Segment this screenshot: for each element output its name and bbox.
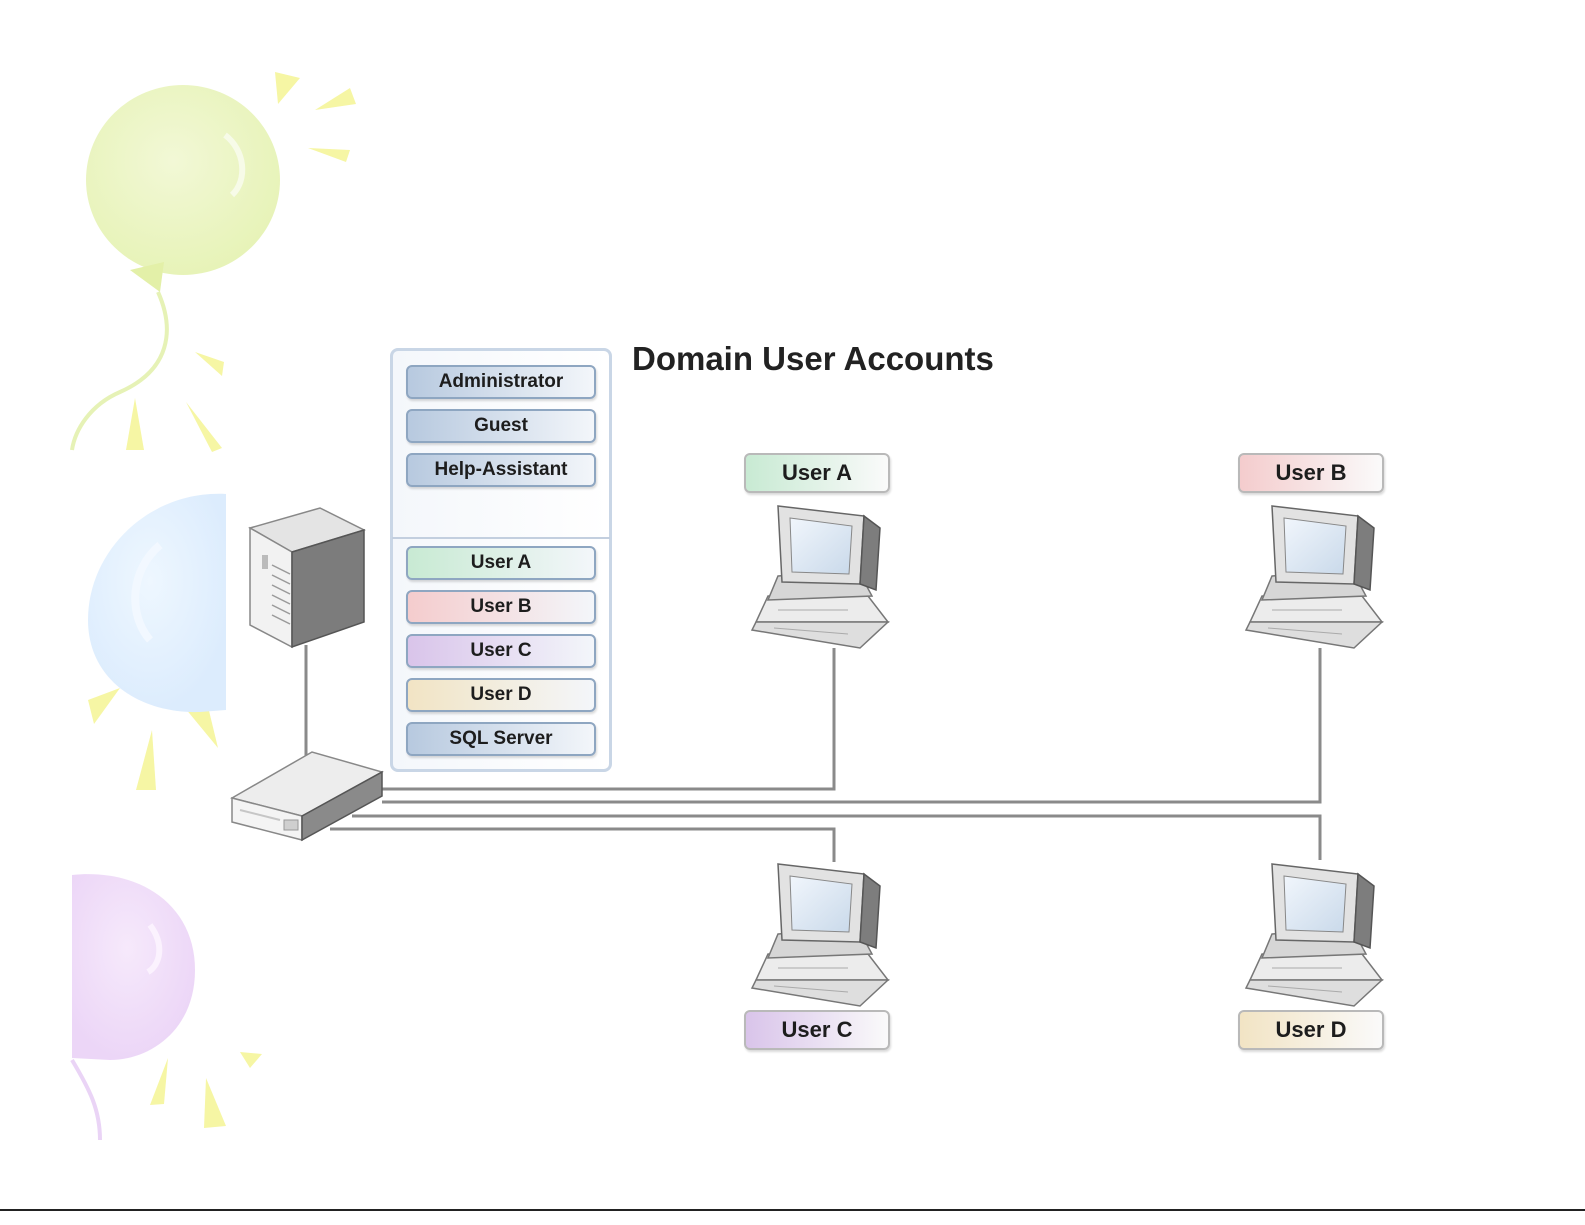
diagram-title: Domain User Accounts <box>632 340 994 378</box>
account-help-assistant: Help-Assistant <box>406 453 596 487</box>
computer-label-user-a: User A <box>744 453 890 493</box>
balloon-purple-icon <box>72 874 195 1140</box>
account-sql-server: SQL Server <box>406 722 596 756</box>
computer-user-c-icon <box>752 864 888 1006</box>
account-user-a: User A <box>406 546 596 580</box>
panel-divider <box>392 537 610 539</box>
network-switch-icon <box>232 752 382 840</box>
computer-label-user-c: User C <box>744 1010 890 1050</box>
bottom-border <box>0 1209 1585 1211</box>
account-user-d: User D <box>406 678 596 712</box>
account-user-b: User B <box>406 590 596 624</box>
balloon-yellow-icon <box>72 85 280 450</box>
account-user-c: User C <box>406 634 596 668</box>
computer-user-a-icon <box>752 506 888 648</box>
balloon-blue-icon <box>88 494 226 712</box>
computer-label-user-b: User B <box>1238 453 1384 493</box>
account-administrator: Administrator <box>406 365 596 399</box>
computer-user-d-icon <box>1246 864 1382 1006</box>
account-guest: Guest <box>406 409 596 443</box>
server-tower-icon <box>250 508 364 647</box>
computer-label-user-d: User D <box>1238 1010 1384 1050</box>
computer-user-b-icon <box>1246 506 1382 648</box>
